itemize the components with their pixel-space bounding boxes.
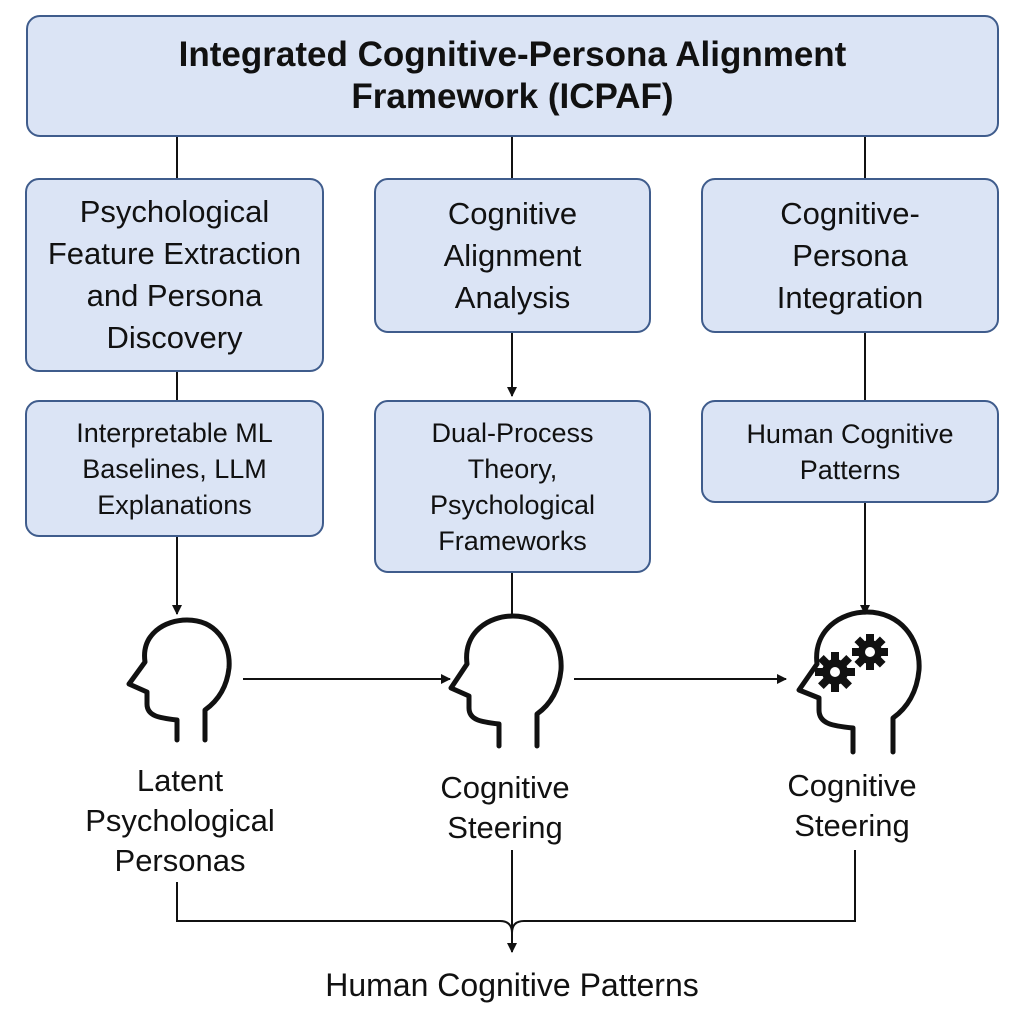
column-3-detail: Human Cognitive Patterns <box>746 418 954 485</box>
column-3-detail-box: Human Cognitive Patterns <box>701 400 999 503</box>
column-3-heading: Cognitive-Persona Integration <box>776 195 924 315</box>
column-2-detail: Dual-Process Theory, Psychological Frame… <box>429 417 596 556</box>
merge-brace <box>499 920 525 934</box>
framework-title: Integrated Cognitive-Persona Alignment F… <box>178 35 847 116</box>
connector-merge-left <box>176 882 500 922</box>
column-2-detail-box: Dual-Process Theory, Psychological Frame… <box>374 400 651 573</box>
head-icon <box>448 613 564 749</box>
column-1-output-label: Latent Psychological Personas <box>85 763 275 878</box>
framework-title-box: Integrated Cognitive-Persona Alignment F… <box>26 15 999 137</box>
column-1-detail: Interpretable ML Baselines, LLM Explanat… <box>76 417 273 520</box>
final-output-label: Human Cognitive Patterns <box>325 967 699 1003</box>
head-gears-icon <box>796 609 922 755</box>
column-1-detail-box: Interpretable ML Baselines, LLM Explanat… <box>25 400 324 537</box>
column-2-heading: Cognitive Alignment Analysis <box>443 195 582 315</box>
column-1-heading-box: Psychological Feature Extraction and Per… <box>25 178 324 372</box>
column-2-output-label: Cognitive Steering <box>440 770 570 845</box>
gear-icon <box>852 634 888 670</box>
connector-merge-right <box>524 850 856 922</box>
column-1-heading: Psychological Feature Extraction and Per… <box>47 194 302 355</box>
head-icon <box>126 617 232 743</box>
column-3-output-label: Cognitive Steering <box>787 768 917 843</box>
column-2-heading-box: Cognitive Alignment Analysis <box>374 178 651 333</box>
column-3-heading-box: Cognitive-Persona Integration <box>701 178 999 333</box>
gear-icon <box>815 652 855 692</box>
